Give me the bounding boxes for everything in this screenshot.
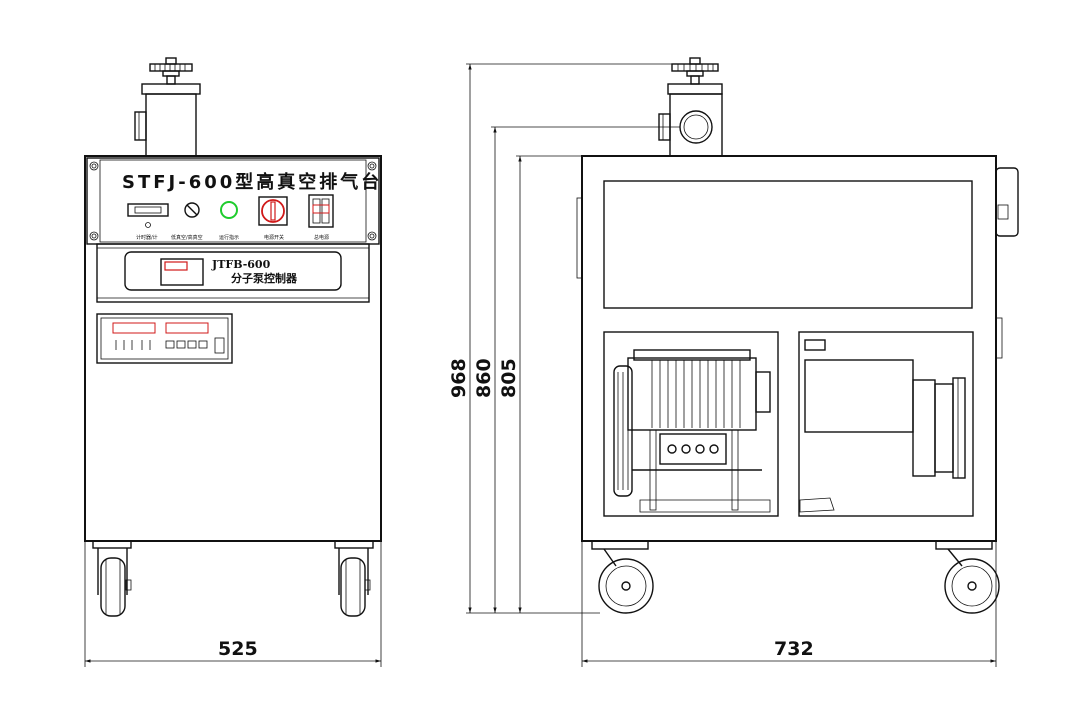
label-timer: 计时器/计: [136, 234, 158, 241]
depth-dimension-text: 732: [774, 638, 814, 660]
height-dimensions: 968 860 805: [448, 63, 680, 614]
label-power: 电源开关: [264, 234, 284, 241]
label-vacuum-select: 低真空/高真空: [171, 234, 203, 241]
front-width-dimension: 525: [84, 541, 382, 667]
label-run: 运行指示: [219, 234, 239, 241]
upper-window: [603, 180, 973, 309]
front-right-caster: [334, 540, 374, 617]
main-breaker: [308, 194, 334, 228]
front-top-panel: STFJ-600型高真空排气台: [86, 157, 382, 245]
timer-display: [127, 203, 169, 217]
front-valve-body: [134, 83, 201, 157]
side-left-caster: [591, 540, 654, 614]
vacuum-selector-knob: [184, 202, 200, 218]
molecular-pump: [603, 331, 779, 517]
front-left-caster: [92, 540, 132, 617]
side-depth-dimension: 732: [581, 541, 997, 667]
side-view: 968 860 805 732: [448, 57, 1019, 667]
height-mid-text: 860: [473, 358, 495, 398]
front-valve-handwheel: [149, 57, 193, 85]
run-indicator-lamp: [220, 201, 238, 219]
controller-name: 分子泵控制器: [231, 271, 298, 285]
fore-pump: [798, 331, 974, 517]
width-dimension-text: 525: [218, 638, 258, 660]
pump-controller-panel: JTFB-600 分子泵控制器: [96, 243, 370, 303]
side-handle: [995, 167, 1019, 237]
height-body-text: 805: [498, 358, 520, 398]
machine-title: STFJ-600型高真空排气台: [122, 171, 382, 193]
front-cabinet: [84, 155, 382, 542]
front-view: STFJ-600型高真空排气台: [84, 57, 382, 667]
side-valve-handwheel: [671, 57, 719, 85]
side-right-caster: [935, 540, 1000, 614]
side-frame: [581, 155, 997, 542]
power-switch: [258, 196, 288, 226]
height-overall-text: 968: [448, 358, 470, 398]
vacuum-gauge-instrument: [96, 313, 233, 364]
side-valve-body: [658, 83, 723, 157]
label-main-power: 总电源: [314, 234, 329, 241]
controller-model: JTFB-600: [211, 258, 271, 271]
